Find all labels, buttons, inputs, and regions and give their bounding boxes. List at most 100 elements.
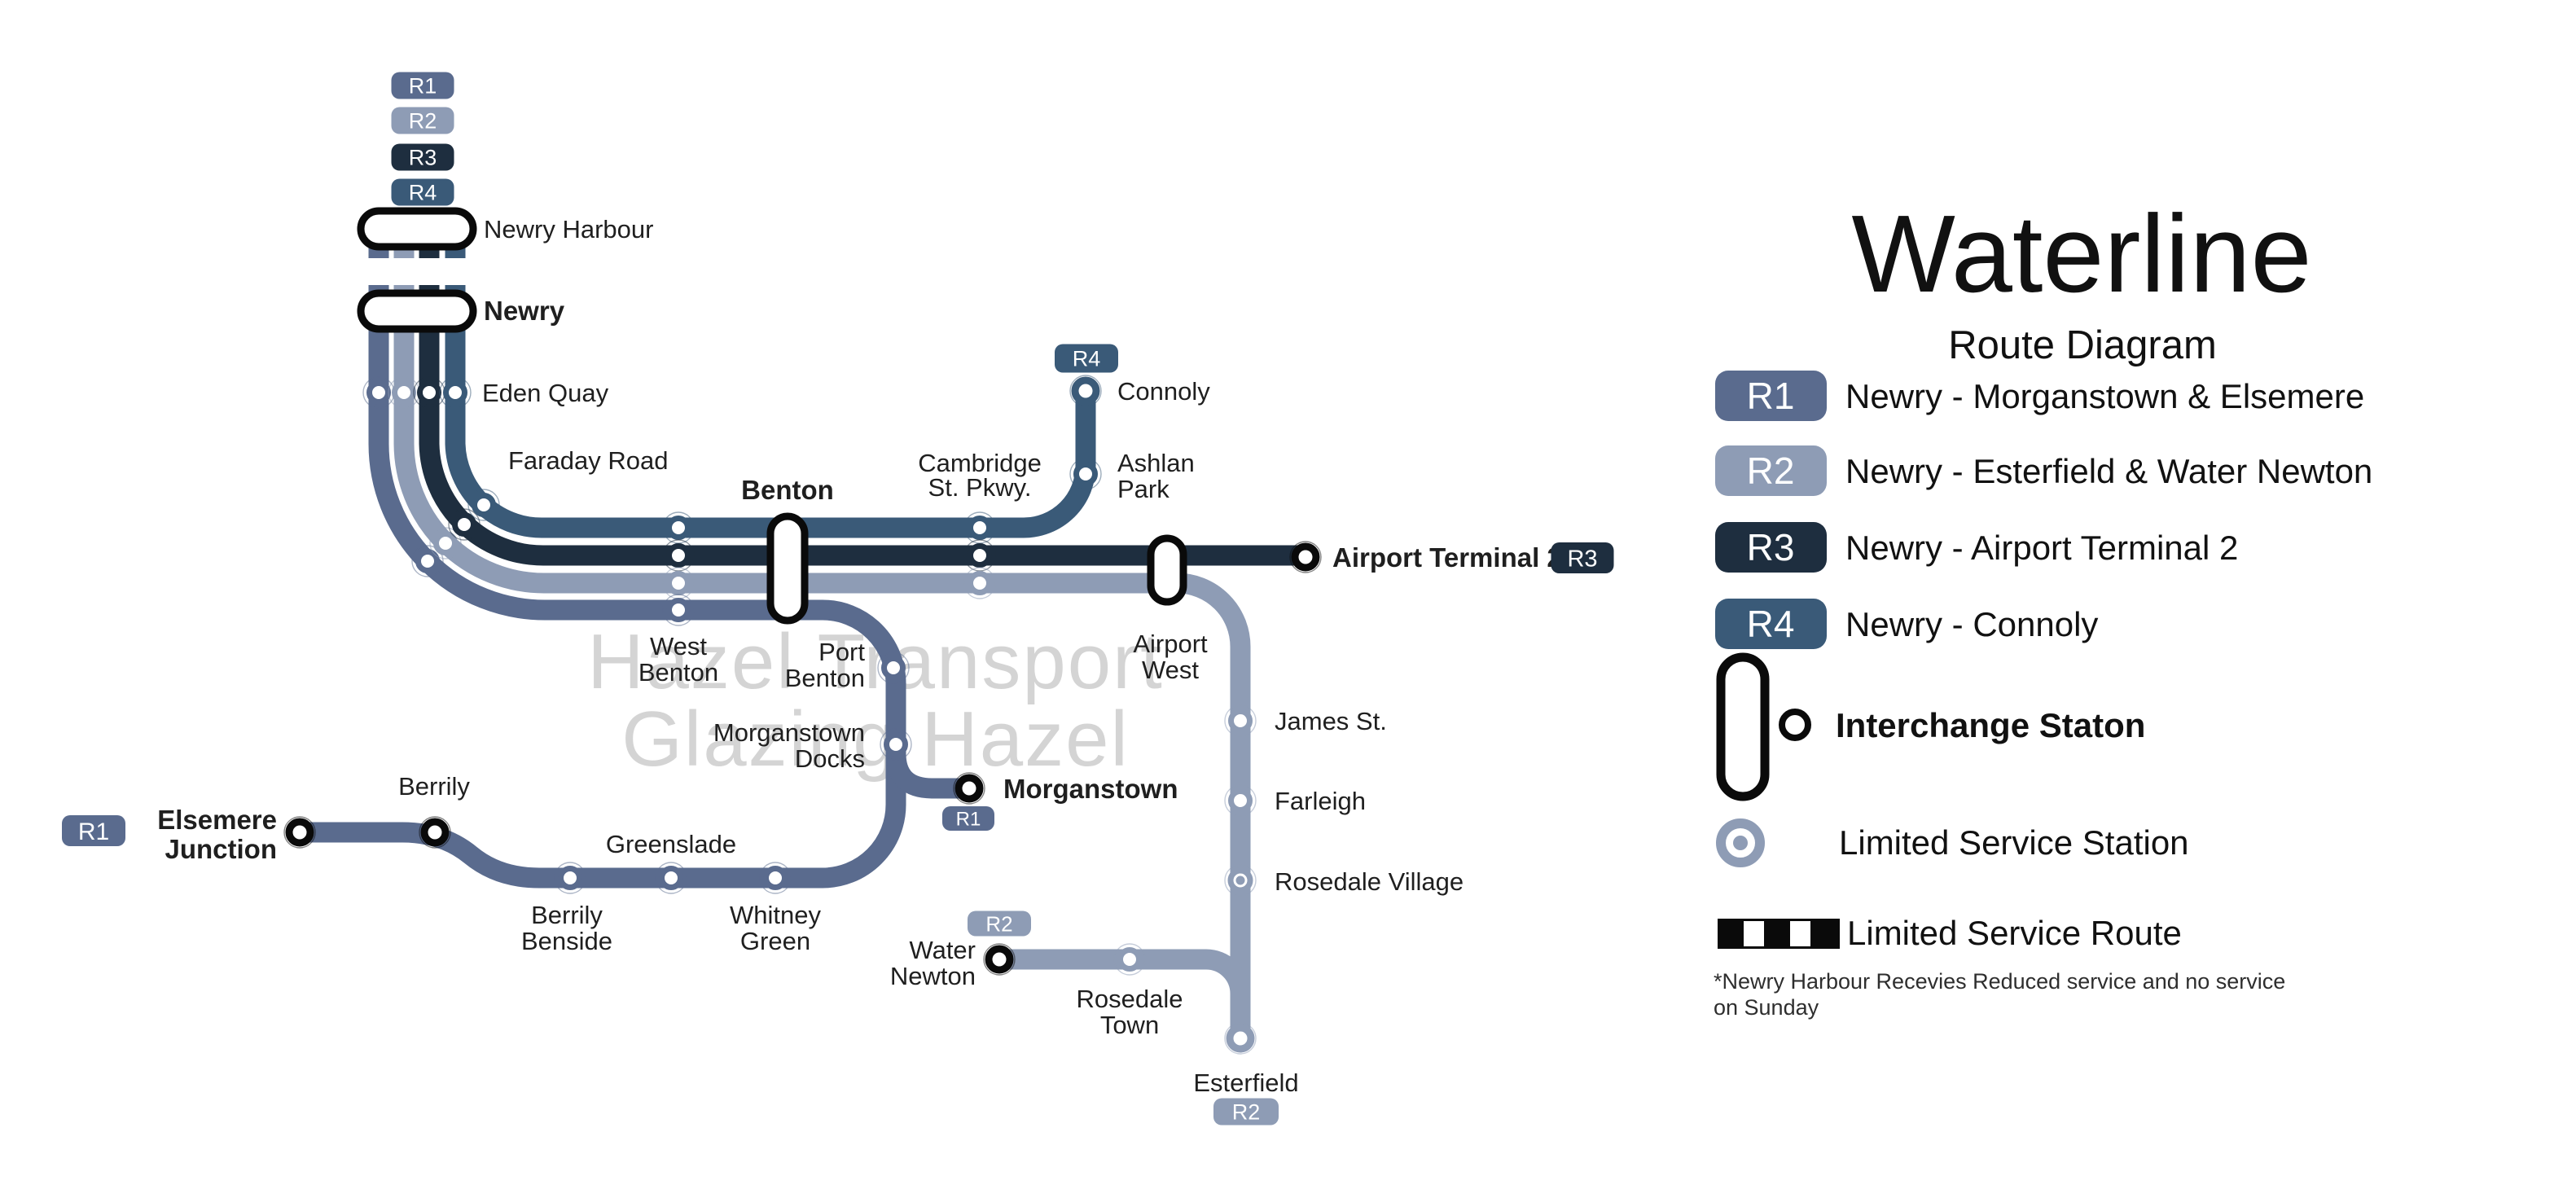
station-dot-eden-quay — [443, 380, 467, 405]
station-dot-cambridge-st-pkwy — [968, 543, 992, 568]
station-halo-whitney-green — [759, 862, 792, 894]
badge-r4-connoly — [1055, 344, 1118, 373]
station-halo-eden-quay — [439, 376, 472, 409]
station-label-elsemere-junction: Elsemere — [157, 805, 277, 835]
station-label-west-benton: Benton — [639, 658, 718, 687]
badge-r1-elsemere-label: R1 — [78, 818, 109, 845]
station-label-morganstown-docks: Docks — [795, 744, 865, 773]
station-label-greenslade: Greenslade — [606, 830, 736, 858]
station-halo-berrily — [419, 816, 451, 849]
station-label-farleigh: Farleigh — [1275, 787, 1366, 815]
station-interchange-airport-west — [1147, 534, 1187, 606]
station-dot-rosedale-town — [1117, 947, 1142, 972]
station-label-water-newton: Newton — [890, 962, 976, 990]
badge-r3-airport-label: R3 — [1567, 546, 1597, 572]
station-halo-esterfield — [1224, 1022, 1257, 1055]
station-halo-morganstown — [953, 772, 985, 805]
badge-r2-top-label: R2 — [409, 109, 437, 134]
station-label-berrily: Berrily — [398, 772, 470, 801]
badge-r1-elsemere — [62, 815, 125, 846]
interchange-legend-row: Interchange Staton — [1716, 652, 2145, 801]
badge-r2-top — [391, 107, 454, 134]
station-label-ashlan-park: Park — [1117, 475, 1170, 503]
badge-r1-top-label: R1 — [409, 74, 437, 99]
diagram-subtitle: Route Diagram — [1948, 323, 2217, 367]
station-halo-elsemere-junction — [283, 816, 316, 849]
limited-route-icon-gap — [1744, 921, 1764, 946]
route-r4-path-0 — [445, 220, 1096, 538]
station-label-newry-harbour: Newry Harbour — [484, 215, 653, 244]
station-interchange-newry — [357, 289, 477, 333]
legend-route-r3-description: Newry - Airport Terminal 2 — [1845, 529, 2238, 567]
badge-r2-water-newton-label: R2 — [985, 911, 1012, 936]
station-label-airport-terminal-2: Airport Terminal 2 — [1332, 542, 1562, 573]
legend-route-r2-description: Newry - Esterfield & Water Newton — [1845, 452, 2372, 490]
station-label-airport-west: West — [1142, 656, 1199, 684]
station-halo-james-st — [1224, 704, 1257, 737]
station-label-ashlan-park: Ashlan — [1117, 449, 1195, 477]
station-dot-whitney-green — [763, 866, 788, 890]
badge-r1-top — [391, 72, 454, 99]
station-dot-west-benton — [666, 571, 691, 595]
station-dot-faraday-road — [452, 512, 476, 537]
station-dot-greenslade — [659, 866, 683, 890]
station-interchange-newry-harbour — [357, 207, 477, 251]
station-halo-faraday-road — [467, 489, 500, 521]
station-halo-faraday-road — [411, 545, 444, 577]
station-label-port-benton: Port — [818, 638, 865, 666]
legend-badge-r3 — [1715, 522, 1827, 573]
station-limited-dot-rosedale-village — [1235, 875, 1245, 885]
station-dot-farleigh — [1228, 788, 1253, 813]
station-dot-cambridge-st-pkwy — [968, 516, 992, 540]
station-label-faraday-road: Faraday Road — [508, 446, 668, 475]
station-halo-faraday-road — [448, 508, 481, 541]
station-label-james-st: James St. — [1275, 707, 1387, 735]
station-dot-west-benton — [666, 516, 691, 540]
limited-station-icon-dot — [1733, 836, 1748, 850]
station-halo-faraday-road — [429, 527, 462, 560]
badge-r1-morganstown — [942, 806, 994, 831]
station-dot-eden-quay — [366, 380, 391, 405]
station-label-morganstown-docks: Morganstown — [713, 718, 865, 747]
station-dot-eden-quay — [417, 380, 441, 405]
station-label-rosedale-village: Rosedale Village — [1275, 867, 1464, 896]
station-label-benton: Benton — [741, 475, 834, 505]
station-terminus-esterfield — [1226, 1024, 1255, 1053]
station-halo-water-newton — [983, 943, 1016, 976]
footnote-line2: on Sunday — [1714, 995, 1819, 1020]
station-halo-ashlan-park — [1069, 458, 1102, 490]
station-interchange-benton — [766, 512, 809, 625]
legend-badge-r2-label: R2 — [1747, 450, 1795, 492]
badge-r4-top — [391, 178, 454, 206]
limited-route-legend-label: Limited Service Route — [1847, 914, 2182, 952]
badge-r3-top-label: R3 — [409, 146, 437, 170]
station-halo-rosedale-town — [1113, 943, 1146, 976]
diagram-title: Waterline — [1851, 192, 2311, 315]
badge-r4-connoly-label: R4 — [1073, 347, 1101, 371]
limited-station-legend-label: Limited Service Station — [1839, 823, 2189, 862]
station-label-west-benton: West — [650, 632, 707, 660]
station-terminus-elsemere-junction — [285, 818, 314, 847]
station-halo-port-benton — [877, 652, 910, 684]
limited-service-segment-block — [366, 258, 391, 285]
station-label-whitney-green: Green — [740, 927, 810, 955]
station-terminus-morganstown — [954, 774, 984, 803]
station-halo-airport-terminal-2 — [1289, 541, 1322, 573]
station-label-rosedale-town: Town — [1100, 1011, 1159, 1039]
station-label-berrily-benside: Berrily — [531, 901, 603, 929]
station-label-berrily-benside: Benside — [521, 927, 612, 955]
station-label-whitney-green: Whitney — [730, 901, 821, 929]
station-halo-rosedale-village — [1224, 864, 1257, 897]
station-dot-west-benton — [666, 598, 691, 622]
limited-service-segment-block — [392, 258, 416, 285]
station-dot-cambridge-st-pkwy — [968, 571, 992, 595]
station-label-morganstown: Morganstown — [1003, 774, 1178, 804]
station-halo-greenslade — [655, 862, 687, 894]
station-label-newry: Newry — [484, 296, 565, 326]
station-halo-berrily-benside — [554, 862, 586, 894]
route-r1-path-1 — [885, 753, 969, 799]
station-halo-farleigh — [1224, 784, 1257, 817]
station-dot-west-benton — [666, 543, 691, 568]
station-label-elsemere-junction: Junction — [165, 834, 278, 864]
